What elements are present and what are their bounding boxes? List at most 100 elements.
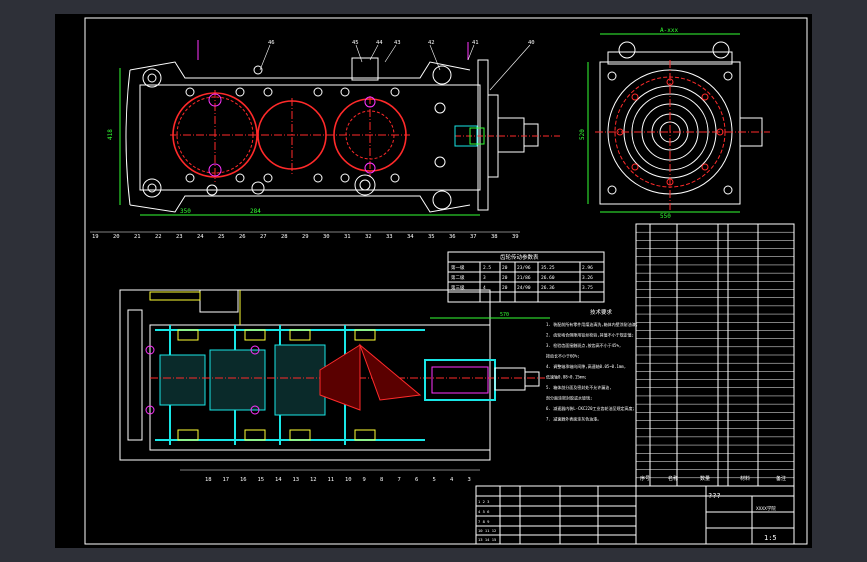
callout-label: 5 [433, 477, 436, 483]
callout-label: 4 [450, 477, 454, 483]
housing-outline [139, 84, 481, 191]
parts-header-label: 数量 [700, 475, 710, 482]
param-cell: 3.26 [582, 275, 593, 281]
drawing-sheet [55, 14, 812, 548]
svg-text:10 11 12: 10 11 12 [478, 528, 496, 533]
callout-label: 20 [113, 234, 120, 240]
svg-text:1 2 3: 1 2 3 [478, 499, 489, 504]
param-cell: 26.60 [541, 275, 555, 281]
parts-header-label: 备注 [776, 475, 786, 482]
callout-label: 17 [223, 477, 230, 483]
callout-label: 10 [345, 477, 352, 483]
dim-section-top: 570 [500, 312, 509, 318]
callout-label: 34 [407, 234, 414, 240]
parts-header-label: 材料 [740, 475, 750, 482]
param-cell: 35.25 [541, 265, 555, 271]
svg-text:13 14 15: 13 14 15 [478, 537, 496, 542]
callout-label: 44 [376, 40, 383, 46]
param-cell: 20 [502, 265, 508, 271]
callout-label: 45 [352, 40, 359, 46]
dim-top-bottom-b: 284 [250, 208, 261, 215]
callout-label: 27 [260, 234, 267, 240]
callout-label: 7 [398, 477, 401, 483]
tech-req-line: 剖分面涂密封胶或水玻璃; [546, 395, 592, 401]
dim-top-bottom-a: 350 [180, 208, 191, 215]
callout-label: 15 [258, 477, 265, 483]
tech-req-title: 技术要求 [590, 308, 613, 316]
tech-req-line: 3. 检验齿面接触斑点,按齿高不小于45%, [546, 342, 621, 348]
callout-label: 6 [415, 477, 418, 483]
callout-label: 33 [386, 234, 393, 240]
callout-label: 24 [197, 234, 204, 240]
callout-label: 42 [428, 40, 435, 46]
tech-req-line: 4. 调整轴承轴向间隙,高速轴0.05~0.1mm, [546, 363, 626, 369]
callout-label: 36 [449, 234, 456, 240]
callout-label: 41 [472, 40, 479, 46]
callout-label: 25 [218, 234, 225, 240]
callout-label: 19 [92, 234, 99, 240]
param-cell: 20 [502, 285, 508, 291]
callout-label: 28 [281, 234, 288, 240]
callout-label: 22 [155, 234, 162, 240]
dim-side-top: A-xxx [660, 27, 678, 34]
side-view: A-xxx 520 550 [579, 27, 770, 220]
parts-list-table [635, 223, 795, 487]
callout-label: 30 [323, 234, 330, 240]
callout-label: 40 [528, 40, 535, 46]
drawing-title: ??? [708, 492, 721, 500]
tech-req-line: 1. 装配前所有零件用煤油清洗,箱体内壁涂耐油漆; [546, 321, 638, 327]
param-cell: 3.75 [582, 285, 593, 291]
callout-label: 13 [293, 477, 300, 483]
callout-label: 11 [328, 477, 335, 483]
callout-label: 26 [239, 234, 246, 240]
callout-label: 43 [394, 40, 401, 46]
tech-req-line: 6. 减速器内装L-CKC220工业齿轮油至规定高度; [546, 405, 635, 411]
tech-req-line: 2. 齿轮啮合侧隙用铅丝检验,其值不小于规定值; [546, 332, 634, 338]
svg-text:4 5 6: 4 5 6 [478, 509, 490, 514]
callout-label: 3 [468, 477, 471, 483]
callout-label: 38 [491, 234, 498, 240]
callout-label: 21 [134, 234, 141, 240]
parts-header-label: 序号 [640, 475, 650, 482]
section-view: 570 18 17 16 15 14 13 12 11 10 9 8 7 6 5 4 3 [119, 289, 550, 483]
tech-req-line: 按齿长不小于60%; [546, 353, 580, 359]
callout-label: 9 [363, 477, 366, 483]
top-view: 418 350 284 46 45 44 43 42 41 40 19 20 21 22 23 24 2… [90, 40, 560, 240]
param-cell: 26.36 [541, 285, 555, 291]
svg-text:7 8 9: 7 8 9 [478, 519, 490, 524]
callout-label: 18 [205, 477, 212, 483]
param-cell: 24/90 [517, 285, 531, 291]
callout-label: 37 [470, 234, 477, 240]
outer-frame [84, 17, 808, 545]
tech-req-line: 5. 箱体剖分面及密封处不允许漏油, [546, 384, 612, 390]
param-cell: 2.5 [483, 265, 491, 271]
callout-label: 39 [512, 234, 519, 240]
callout-label: 23 [176, 234, 183, 240]
param-cell: 21/86 [517, 275, 531, 281]
callout-label: 31 [344, 234, 351, 240]
drawing-number: 1:5 [764, 534, 777, 542]
parts-header-label: 名称 [668, 475, 678, 482]
callout-label: 35 [428, 234, 435, 240]
param-table-title: 齿轮传动参数表 [500, 253, 539, 261]
school-name: XXXX学院 [756, 505, 776, 512]
param-cell: 20 [502, 275, 508, 281]
dim-side-left: 520 [579, 129, 586, 140]
callout-label: 46 [268, 40, 275, 46]
dim-side-bottom: 550 [660, 213, 671, 220]
tech-req-line: 7. 减速器外表面涂灰色油漆。 [546, 416, 601, 422]
title-block: 序号 名称 数量 材料 备注 ??? XXXX学院 1:5 1 2 3 4 5 6 7 8… [475, 475, 795, 545]
callout-label: 14 [275, 477, 282, 483]
param-cell: 第三级 [451, 284, 465, 291]
callout-label: 32 [365, 234, 372, 240]
param-cell: 第二级 [451, 274, 465, 281]
callout-label: 12 [310, 477, 317, 483]
callout-label: 29 [302, 234, 309, 240]
param-cell: 2.96 [582, 265, 593, 271]
callout-label: 8 [380, 477, 383, 483]
param-cell: 4 [483, 285, 486, 291]
dim-top-left: 418 [107, 129, 114, 140]
callout-label: 16 [240, 477, 247, 483]
